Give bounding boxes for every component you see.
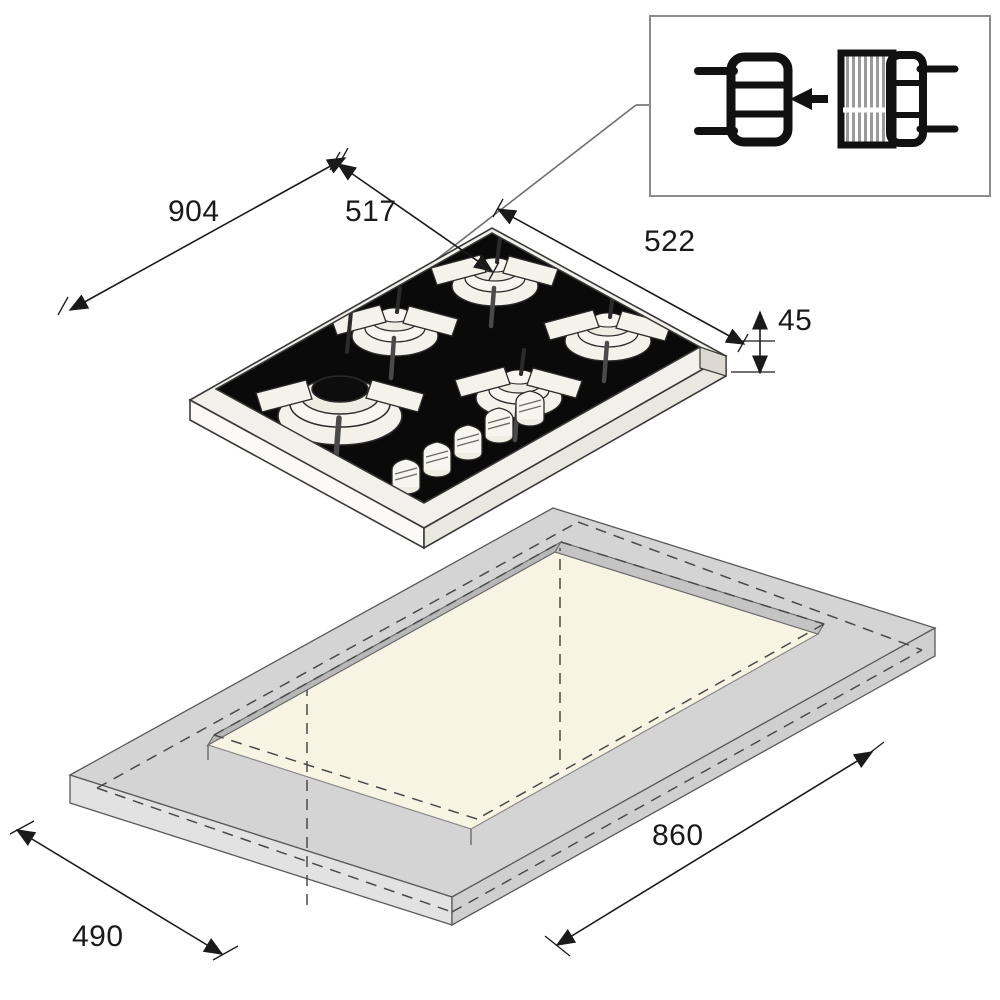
dim-line-904: [68, 157, 347, 311]
control-knob[interactable]: [484, 407, 514, 444]
dim-label-490: 490: [72, 920, 124, 953]
ext-line-517-left: [329, 151, 341, 171]
dim-label-522: 522: [644, 225, 696, 258]
burner-mid-left: [330, 286, 459, 381]
callout-detail-box: [338, 15, 991, 336]
dimension-517: 517: [329, 151, 500, 281]
wok-burner-front-left: [255, 310, 425, 473]
dimension-490: 490: [9, 820, 239, 961]
control-knob[interactable]: [515, 390, 545, 427]
control-knob-group[interactable]: [391, 390, 545, 495]
ext-line-490-top: [9, 820, 35, 835]
dimension-45: 45: [731, 304, 812, 375]
hob-glass-edge: [214, 232, 702, 504]
dim-label-860: 860: [652, 819, 704, 852]
ext-line-860-left: [544, 935, 571, 957]
pan-support-grate-icon: [694, 52, 793, 147]
ext-line-522-left: [492, 198, 504, 218]
dim-line-490: [15, 829, 224, 955]
dim-label-45: 45: [778, 304, 812, 337]
dim-line-517: [336, 163, 494, 272]
ext-line-904-left: [57, 296, 69, 316]
dim-line-522: [496, 208, 746, 345]
ribbed-burner-grate-icon: [837, 49, 959, 149]
hob-right-step: [699, 346, 727, 377]
control-knob[interactable]: [422, 441, 452, 478]
dimension-904: 904: [57, 147, 349, 316]
callout-box-frame: [649, 15, 991, 197]
control-knob[interactable]: [453, 424, 483, 461]
dimension-860: 860: [544, 741, 885, 957]
dim-label-904: 904: [168, 195, 220, 228]
dimension-522: 522: [492, 198, 749, 353]
dim-line-860: [555, 751, 874, 946]
dim-label-517: 517: [345, 195, 397, 228]
ext-line-490-bottom: [212, 945, 239, 961]
left-arrow-icon: [790, 88, 828, 110]
cutout-corner-verticals: [207, 745, 472, 845]
